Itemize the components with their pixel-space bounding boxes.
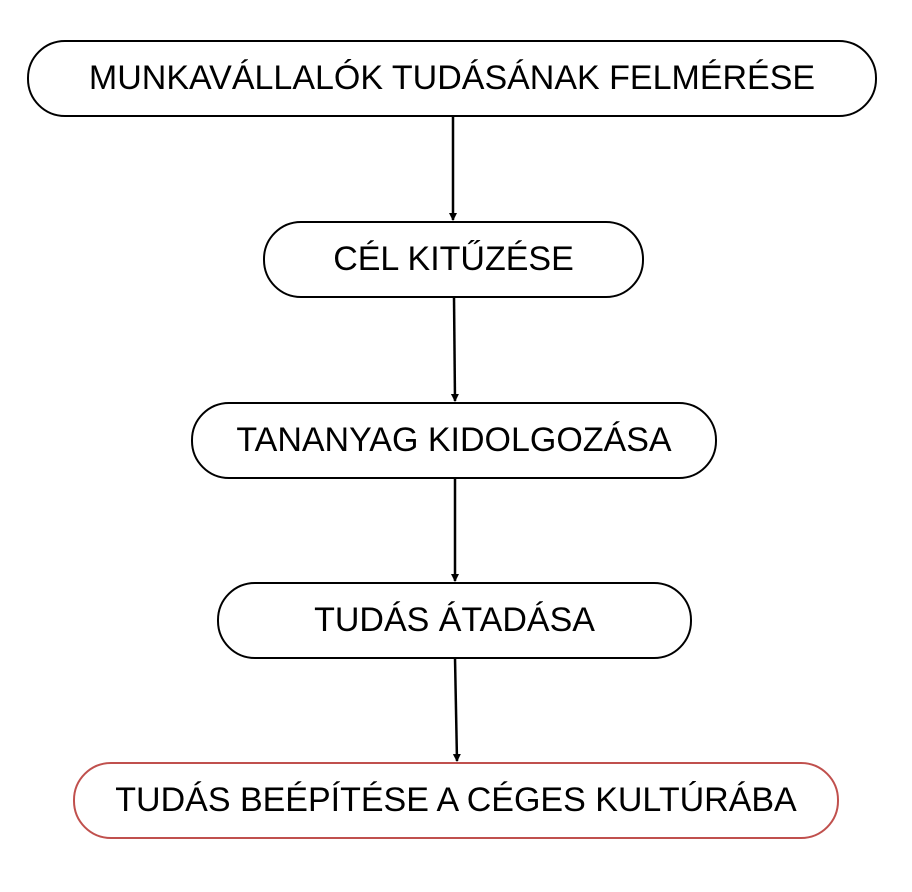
step-1-label: MUNKAVÁLLALÓK TUDÁSÁNAK FELMÉRÉSE [88,59,816,97]
step-5-label: TUDÁS BEÉPÍTÉSE A CÉGES KULTÚRÁBA [115,781,797,819]
step-3-box: TANANYAG KIDOLGOZÁSA [191,402,717,479]
step-2-label: CÉL KITŰZÉSE [333,240,574,278]
step-4-box: TUDÁS ÁTADÁSA [217,582,692,659]
step-3-label: TANANYAG KIDOLGOZÁSA [236,421,672,459]
step-4-label: TUDÁS ÁTADÁSA [314,601,595,639]
arrow-2-3 [450,296,459,402]
arrow-4-5 [452,657,461,762]
step-5-box: TUDÁS BEÉPÍTÉSE A CÉGES KULTÚRÁBA [73,762,839,839]
step-1-box: MUNKAVÁLLALÓK TUDÁSÁNAK FELMÉRÉSE [27,40,877,117]
step-2-box: CÉL KITŰZÉSE [263,221,644,298]
